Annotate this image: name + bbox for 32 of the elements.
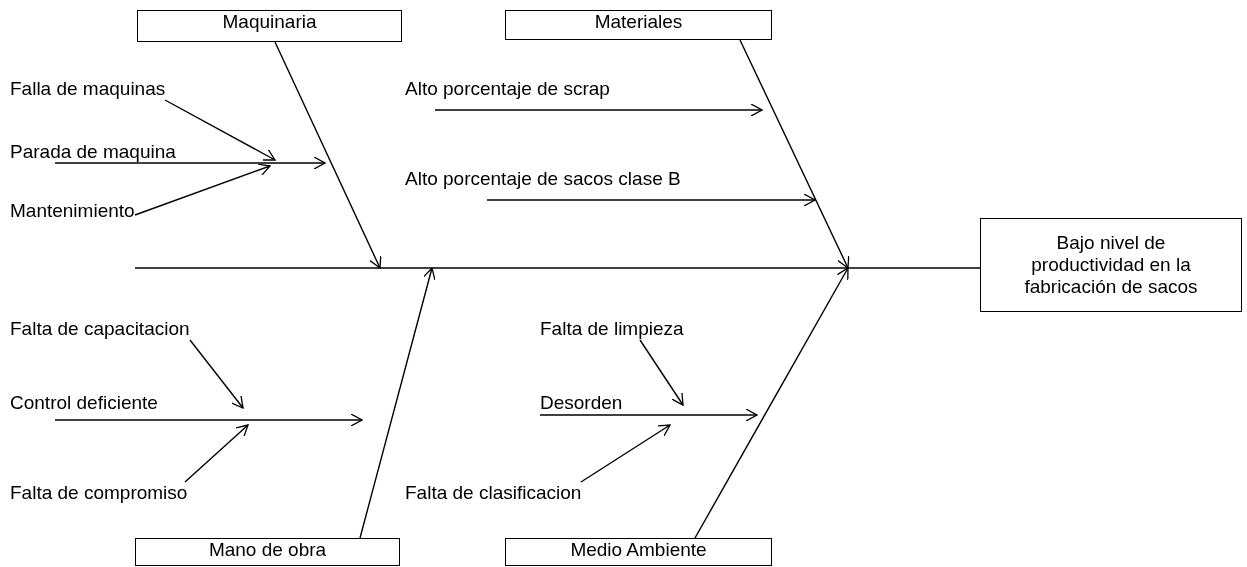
arrow — [739, 39, 850, 269]
cause-label: Control deficiente — [10, 392, 158, 420]
spine-line — [134, 267, 981, 269]
arrow — [486, 193, 816, 207]
cause-label: Desorden — [540, 392, 623, 415]
category-box: Maquinaria — [137, 10, 402, 42]
cause-label: Falta de limpieza — [540, 318, 684, 340]
arrow — [189, 339, 244, 409]
cause-label: Alto porcentaje de scrap — [405, 78, 610, 110]
cause-label: Falta de compromiso — [10, 482, 188, 504]
arrow — [359, 267, 436, 539]
cause-label: Parada de maquina — [10, 141, 176, 163]
cause-label: Falla de maquinas — [10, 78, 166, 100]
cause-label: Falta de capacitacion — [10, 318, 190, 340]
arrow — [184, 424, 249, 483]
cause-label: Alto porcentaje de sacos clase B — [405, 168, 681, 200]
cause-label: Mantenimiento — [10, 200, 135, 222]
arrow — [694, 267, 849, 539]
arrow — [54, 413, 363, 427]
arrow — [164, 99, 276, 161]
cause-label: Falta de clasificacion — [405, 482, 582, 504]
effect-box: Bajo nivel de productividad en la fabricación de sacos — [980, 218, 1242, 312]
arrow — [434, 103, 763, 117]
category-box: Medio Ambiente — [505, 538, 772, 566]
arrow — [54, 156, 326, 170]
arrow — [134, 163, 271, 216]
category-box: Materiales — [505, 10, 772, 40]
arrow — [539, 408, 758, 422]
arrow — [274, 41, 382, 269]
arrow — [580, 424, 671, 483]
arrow — [639, 339, 684, 406]
category-box: Mano de obra — [135, 538, 400, 566]
